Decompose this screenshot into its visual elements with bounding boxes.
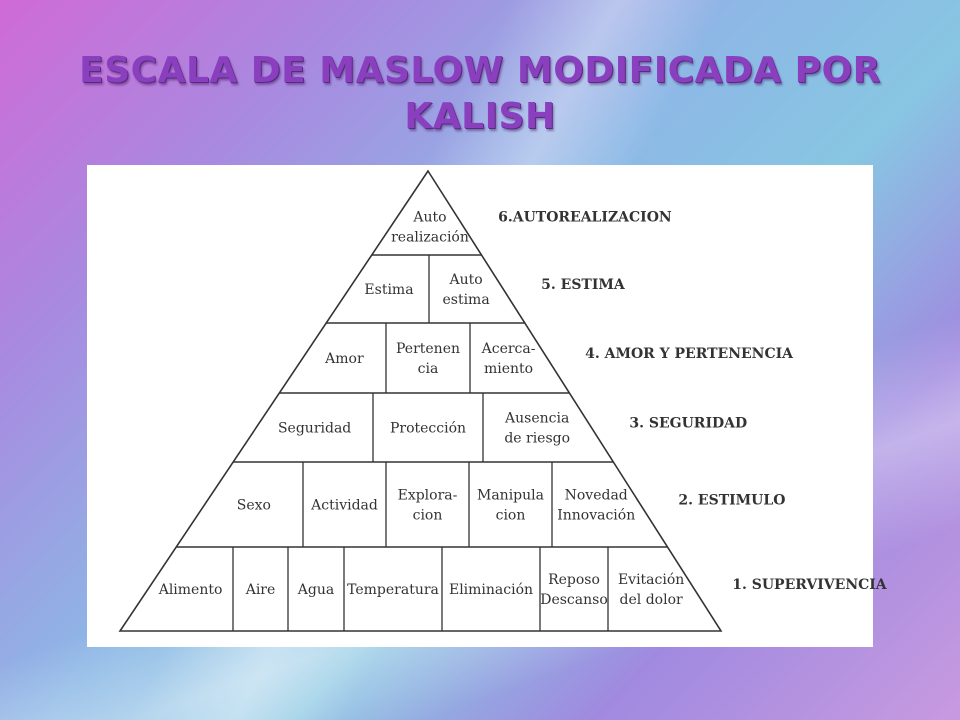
- level-label: 2. ESTIMULO: [678, 493, 785, 509]
- pyramid-cell-text: Aire: [245, 582, 276, 598]
- pyramid-cell-text: cion: [496, 508, 526, 524]
- pyramid-cell-text: Estima: [364, 282, 413, 298]
- level-label: 5. ESTIMA: [541, 277, 626, 293]
- pyramid-cell-text: Novedad: [565, 488, 628, 504]
- pyramid-cell-text: Agua: [297, 582, 334, 598]
- pyramid-cell-text: Acerca-: [481, 341, 536, 357]
- slide-title: ESCALA DE MASLOW MODIFICADA POR KALISH: [0, 48, 960, 140]
- pyramid-cell-text: Manipula: [477, 488, 544, 504]
- pyramid-cell-text: Amor: [324, 351, 364, 367]
- pyramid-cell-text: realización: [391, 229, 469, 245]
- pyramid-cell-text: Sexo: [237, 498, 271, 514]
- level-label: 3. SEGURIDAD: [629, 416, 747, 432]
- pyramid-cell-text: Actividad: [310, 498, 378, 514]
- pyramid-cell-text: Ausencia: [504, 411, 569, 427]
- pyramid-cell-text: Innovación: [557, 508, 635, 524]
- pyramid-cell-text: miento: [484, 361, 533, 377]
- pyramid-cell-text: Descanso: [540, 592, 608, 608]
- pyramid-cell-text: Alimento: [158, 582, 223, 598]
- slide-title-line-2: KALISH: [404, 96, 556, 137]
- level-label: 4. AMOR Y PERTENENCIA: [585, 346, 794, 362]
- pyramid-cell-text: Temperatura: [347, 582, 439, 598]
- pyramid-cell-text: Explora-: [398, 488, 458, 504]
- pyramid-cell-text: cia: [418, 361, 439, 377]
- slide-title-line-1: ESCALA DE MASLOW MODIFICADA POR: [79, 50, 881, 91]
- pyramid-cell-text: Auto: [448, 272, 482, 288]
- pyramid-cell-text: Protección: [390, 421, 466, 437]
- pyramid-cell-text: Eliminación: [449, 582, 533, 598]
- pyramid-cell-text: Seguridad: [278, 421, 351, 437]
- pyramid-cell-text: cion: [413, 508, 443, 524]
- pyramid-svg: Autorealización6.AUTOREALIZACIONEstimaAu…: [118, 169, 888, 632]
- level-label: 6.AUTOREALIZACION: [498, 209, 672, 225]
- pyramid-cell-text: Pertenen: [396, 341, 460, 357]
- pyramid-cell-text: Evitación: [618, 572, 684, 588]
- level-label: 1. SUPERVIVENCIA: [732, 577, 888, 593]
- pyramid-cell-text: del dolor: [620, 592, 683, 608]
- pyramid-cell-text: de riesgo: [504, 431, 570, 447]
- pyramid-cell-text: estima: [442, 292, 489, 308]
- pyramid-outline: [118, 169, 723, 632]
- pyramid-cell-text: Auto: [412, 209, 446, 225]
- pyramid-cell-text: Reposo: [548, 572, 600, 588]
